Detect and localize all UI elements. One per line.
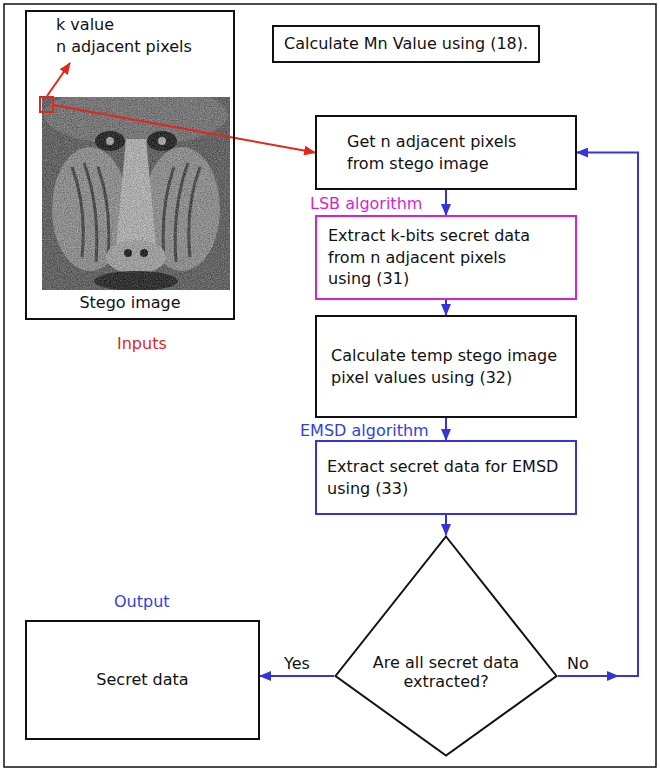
box-text: Secret data xyxy=(96,669,188,691)
output-heading: Output xyxy=(114,592,170,611)
outer-border xyxy=(4,4,656,767)
mouth xyxy=(94,271,178,290)
box-text: Extract secret data for EMSD using (33) xyxy=(327,456,573,499)
emsd-box: EMSD algorithmExtract secret data for EM… xyxy=(315,440,577,515)
process-box: Calculate Mn Value using (18). xyxy=(272,25,540,63)
output-box: OutputSecret data xyxy=(25,620,260,740)
decision-text: Are all secret data extracted? xyxy=(358,653,534,691)
diamond-shape xyxy=(334,535,558,757)
algorithm-heading: LSB algorithm xyxy=(310,194,422,213)
process-box: Calculate temp stego image pixel values … xyxy=(315,315,577,418)
nostril xyxy=(124,249,132,257)
flow-arrow xyxy=(445,190,447,215)
image-caption: Stego image xyxy=(27,293,233,312)
flow-arrow xyxy=(445,300,447,315)
box-text: Get n adjacent pixels from stego image xyxy=(347,131,537,174)
direction-arrowhead xyxy=(607,671,619,681)
box-text: Calculate temp stego image pixel values … xyxy=(331,345,571,388)
flow-arrow xyxy=(235,138,315,153)
eye xyxy=(158,137,166,145)
baboon-picture xyxy=(42,97,230,290)
lsb-box: LSB algorithmExtract k-bits secret data … xyxy=(315,215,577,300)
eye xyxy=(106,137,114,145)
diamond-outline xyxy=(336,537,557,756)
decision-diamond: Are all secret data extracted? xyxy=(334,535,558,757)
nose-bridge xyxy=(116,139,156,247)
pixel-marker xyxy=(40,97,53,112)
flow-arrow xyxy=(260,675,334,677)
flow-arrow xyxy=(445,418,447,440)
leader-line xyxy=(53,105,235,138)
panel-heading: Inputs xyxy=(117,334,167,353)
nostril xyxy=(140,249,148,257)
eye-socket xyxy=(147,131,177,151)
input-label: n adjacent pixels xyxy=(56,37,192,56)
box-text: Calculate Mn Value using (18). xyxy=(284,33,528,55)
box-text: Extract k-bits secret data from n adjace… xyxy=(328,225,543,290)
leader-arrow xyxy=(47,63,70,96)
stego-image xyxy=(42,97,230,290)
edge-label: Yes xyxy=(282,654,312,673)
input-label: k value xyxy=(56,15,114,34)
flow-arrow xyxy=(445,515,447,535)
edge-label: No xyxy=(565,654,591,673)
eye-socket xyxy=(95,131,125,151)
process-box: Get n adjacent pixels from stego image xyxy=(315,115,577,190)
muzzle xyxy=(106,240,166,274)
input-panel: k valuen adjacent pixelsStego imageInput… xyxy=(25,10,235,320)
algorithm-heading: EMSD algorithm xyxy=(300,421,429,440)
